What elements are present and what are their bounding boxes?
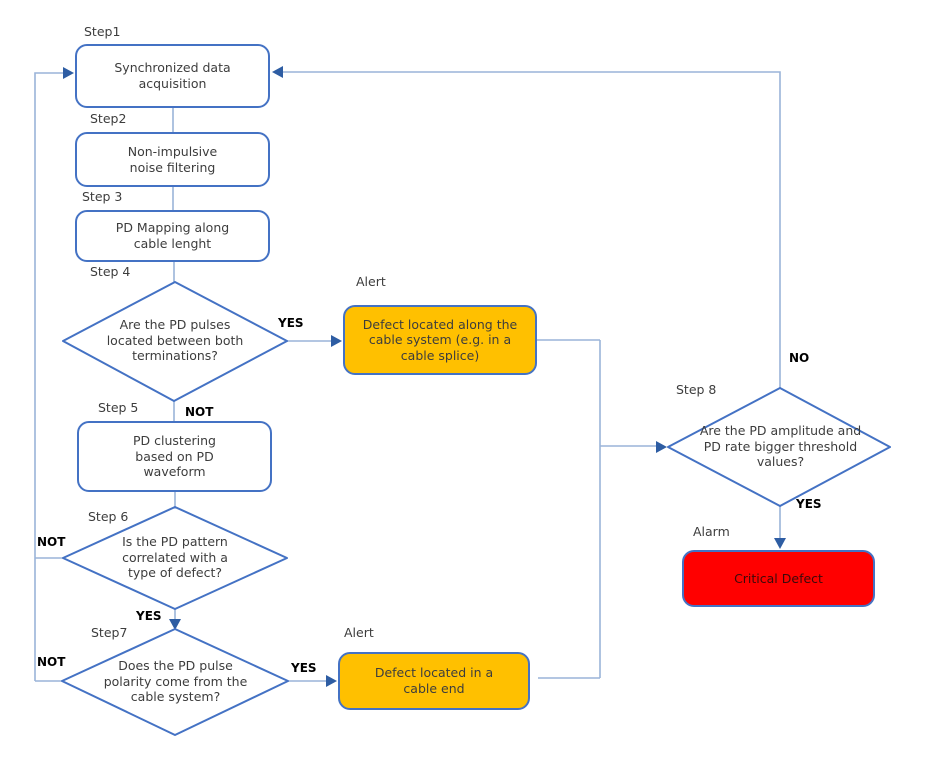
arrowhead-into-step7 [169, 619, 181, 630]
step6-text: Is the PD pattern correlated with a type… [122, 534, 228, 581]
step2-text: Non-impulsive noise filtering [127, 143, 218, 175]
step3-text: PD Mapping along cable lenght [115, 220, 230, 251]
arrowhead-into-alarm [774, 538, 786, 549]
step4-text: Are the PD pulses located between both t… [106, 317, 244, 364]
alarm-label: Alarm [693, 524, 730, 539]
step1-text: Synchronized data acquisition [114, 60, 231, 91]
arrowhead-into-alert2 [326, 675, 337, 687]
step3-node: PD Mapping along cable lenght [75, 210, 270, 262]
arrowhead-into-step1-right [272, 66, 283, 78]
step4-diamond-shape [62, 281, 288, 402]
step4-yes-label: YES [278, 316, 304, 330]
step8-label: Step 8 [676, 382, 717, 397]
arrowhead-into-step8 [656, 441, 667, 453]
alert2-label: Alert [344, 625, 374, 640]
step7-text: Does the PD pulse polarity come from the… [103, 658, 248, 705]
step6-not-label: NOT [37, 535, 66, 549]
step5-text: PD clustering based on PD waveform [133, 433, 216, 480]
arrowhead-into-step1-left [63, 67, 74, 79]
step4-not-label: NOT [185, 405, 214, 419]
edge-left-feedback [34, 72, 65, 681]
step8-text: Are the PD amplitude and PD rate bigger … [699, 423, 862, 470]
edge-step8-step1-return [281, 71, 781, 388]
step4-label: Step 4 [90, 264, 131, 279]
step1-label: Step1 [84, 24, 121, 39]
step7-not-label: NOT [37, 655, 66, 669]
step6-diamond-shape [62, 506, 288, 610]
step8-no-label: NO [789, 351, 810, 365]
step1-node: Synchronized data acquisition [75, 44, 270, 108]
step6-label: Step 6 [88, 509, 129, 524]
alarm-node: Critical Defect [682, 550, 875, 607]
step2-node: Non-impulsive noise filtering [75, 132, 270, 187]
arrowhead-into-alert1 [331, 335, 342, 347]
alert2-node: Defect located in a cable end [338, 652, 530, 710]
step8-diamond-shape [667, 387, 891, 507]
step6-yes-label: YES [136, 609, 162, 623]
alert1-label: Alert [356, 274, 386, 289]
step7-yes-label: YES [291, 661, 317, 675]
step5-label: Step 5 [98, 400, 139, 415]
alert1-text: Defect located along the cable system (e… [362, 316, 518, 363]
step3-label: Step 3 [82, 189, 123, 204]
step7-label: Step7 [91, 625, 128, 640]
step7-diamond-shape [61, 628, 289, 736]
alert1-node: Defect located along the cable system (e… [343, 305, 537, 375]
step8-yes-label: YES [796, 497, 822, 511]
alert2-text: Defect located in a cable end [374, 665, 494, 696]
step2-label: Step2 [90, 111, 127, 126]
step5-node: PD clustering based on PD waveform [77, 421, 272, 492]
alarm-text: Critical Defect [734, 570, 823, 586]
